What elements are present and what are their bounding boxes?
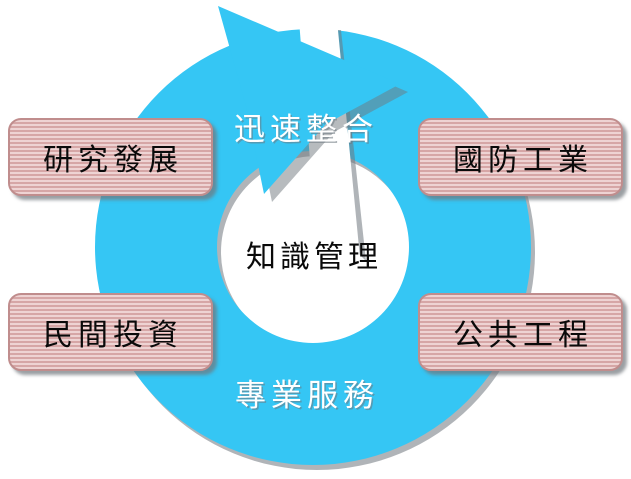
- node-label: 國防工業: [453, 143, 593, 178]
- node-box-private-investment[interactable]: 民間投資: [8, 293, 213, 371]
- cycle-label-bottom: 專業服務: [235, 378, 379, 414]
- ring-arrowhead: [218, 6, 408, 202]
- node-label: 民間投資: [43, 318, 183, 353]
- cycle-label-top: 迅速整合: [234, 112, 378, 148]
- node-label: 公共工程: [453, 318, 593, 353]
- node-box-defense-industry[interactable]: 國防工業: [418, 118, 623, 196]
- node-label: 研究發展: [43, 143, 183, 178]
- node-box-public-works[interactable]: 公共工程: [418, 293, 623, 371]
- center-hub-label: 知識管理: [246, 240, 382, 275]
- node-box-research-development[interactable]: 研究發展: [8, 118, 213, 196]
